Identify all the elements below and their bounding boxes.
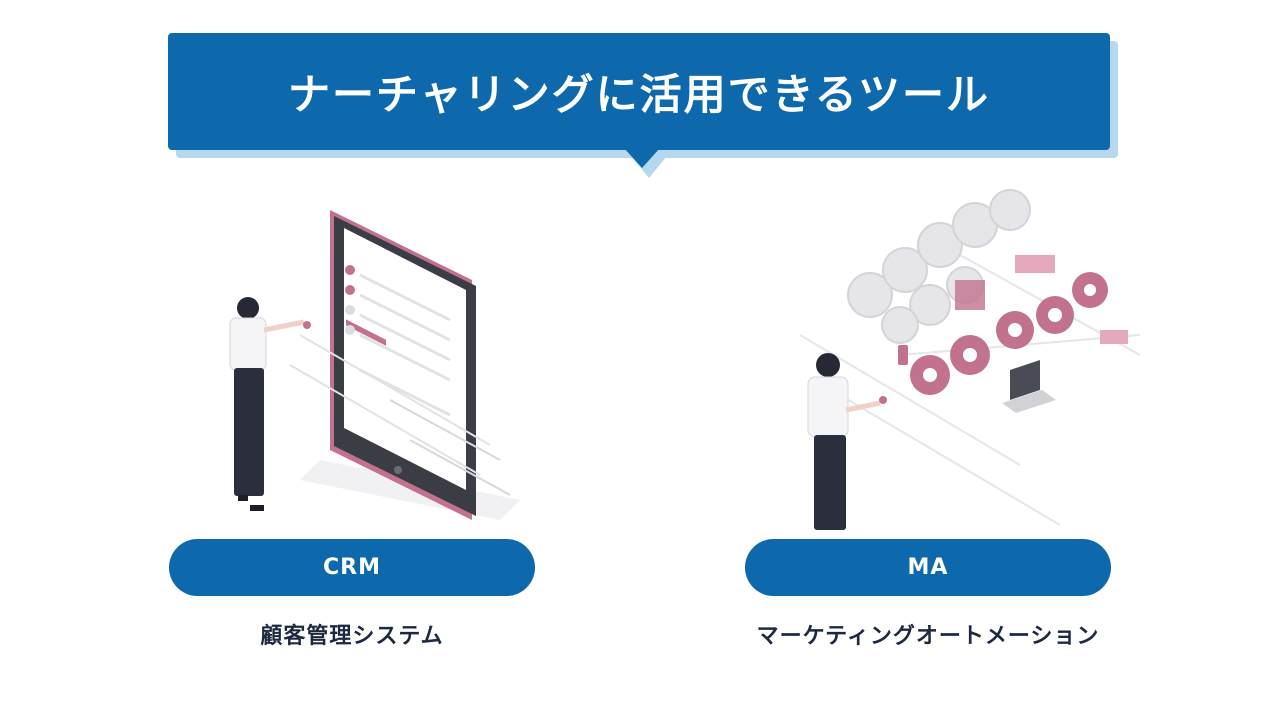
gray-gears [847, 189, 1031, 344]
banner-tail [624, 148, 660, 168]
title-banner: ナーチャリングに活用できるツール [168, 33, 1110, 150]
database-icon [955, 280, 985, 310]
tablet-checklist-illustration [229, 210, 520, 520]
phone-icon [898, 345, 908, 365]
ma-label-pill: MA [745, 539, 1111, 596]
cloud-icon [1100, 330, 1128, 344]
crm-description: 顧客管理システム [260, 624, 444, 649]
crm-label-pill: CRM [169, 539, 535, 596]
laptop-icon [1002, 360, 1056, 413]
gears-automation-illustration [799, 189, 1141, 530]
man-figure [807, 353, 887, 530]
tablet [330, 210, 511, 520]
woman-figure [229, 297, 311, 511]
page-title: ナーチャリングに活用できるツール [288, 70, 990, 119]
bar-icon [1015, 255, 1055, 273]
crm-label: CRM [323, 555, 381, 580]
ma-label: MA [907, 555, 949, 580]
ma-description: マーケティングオートメーション [756, 624, 1100, 649]
